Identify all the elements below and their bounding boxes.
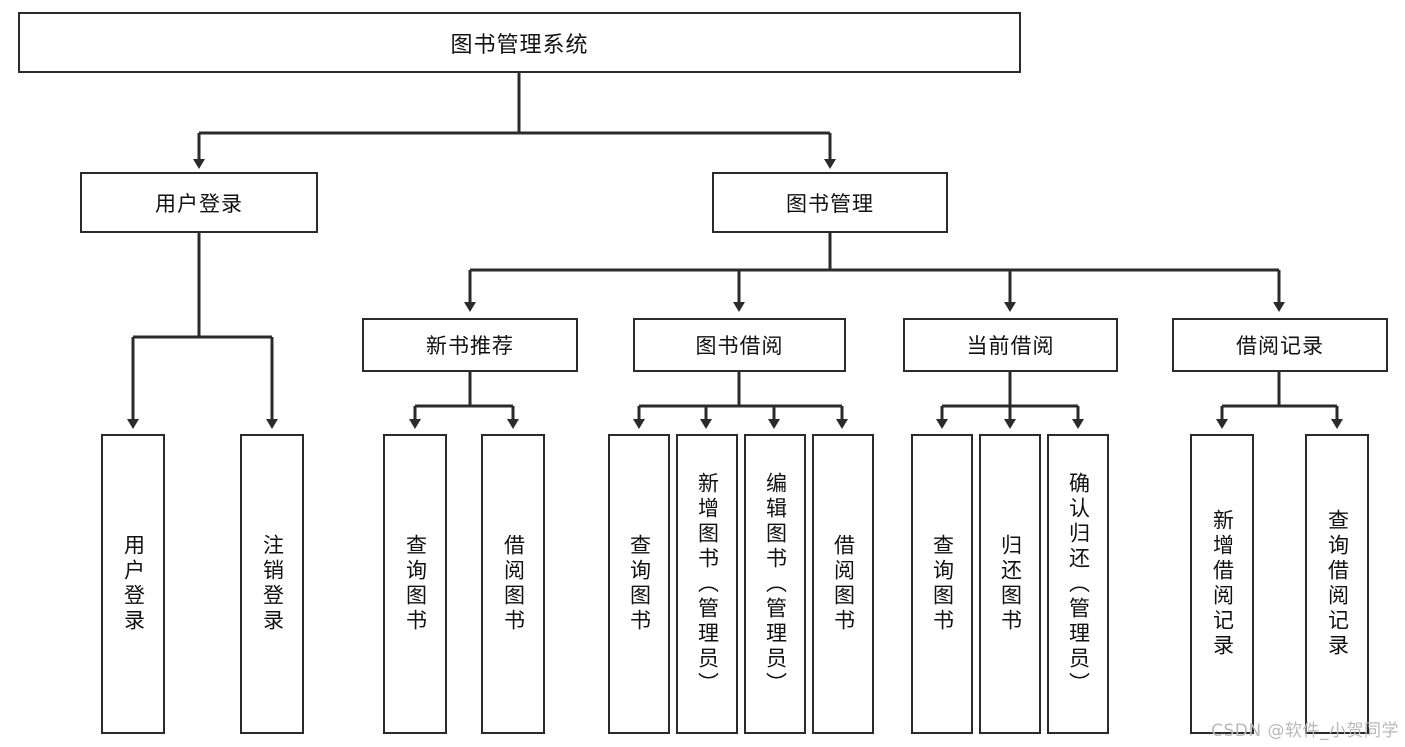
leaf-query-book-borrow[interactable]: 查询图书 (608, 434, 670, 734)
leaf-borrow-book-newbook[interactable]: 借阅图书 (481, 434, 545, 734)
node-label: 查询图书 (930, 534, 955, 634)
node-book-management[interactable]: 图书管理 (712, 172, 948, 233)
leaf-return-book[interactable]: 归还图书 (979, 434, 1041, 734)
node-label: 新增借阅记录 (1210, 509, 1235, 659)
node-label: 查询借阅记录 (1325, 509, 1350, 659)
node-label: 用户登录 (155, 191, 243, 216)
node-label: 新增图书（管理员） (695, 471, 720, 697)
node-label: 查询图书 (627, 534, 652, 634)
node-label: 图书管理系统 (450, 32, 589, 58)
leaf-query-book-newbook[interactable]: 查询图书 (383, 434, 447, 734)
leaf-query-book-current[interactable]: 查询图书 (911, 434, 973, 734)
node-label: 注销登录 (260, 534, 285, 634)
node-label: 当前借阅 (966, 334, 1055, 358)
node-label: 图书借阅 (695, 334, 784, 358)
leaf-edit-book-admin[interactable]: 编辑图书（管理员） (744, 434, 806, 734)
node-borrow-records[interactable]: 借阅记录 (1172, 318, 1388, 372)
node-label: 新书推荐 (426, 334, 514, 358)
node-label: 借阅图书 (831, 534, 856, 634)
leaf-user-login[interactable]: 用户登录 (101, 434, 165, 734)
leaf-logout[interactable]: 注销登录 (240, 434, 304, 734)
node-root-system[interactable]: 图书管理系统 (18, 12, 1021, 73)
leaf-borrow-book[interactable]: 借阅图书 (812, 434, 874, 734)
node-new-book-recommend[interactable]: 新书推荐 (362, 318, 578, 372)
node-label: 用户登录 (121, 534, 146, 634)
node-label: 借阅图书 (501, 534, 526, 634)
node-label: 归还图书 (998, 534, 1023, 634)
node-label: 确认归还（管理员） (1066, 471, 1091, 697)
leaf-add-borrow-record[interactable]: 新增借阅记录 (1190, 434, 1254, 734)
node-label: 编辑图书（管理员） (763, 471, 788, 697)
leaf-query-borrow-record[interactable]: 查询借阅记录 (1305, 434, 1369, 734)
node-book-borrow[interactable]: 图书借阅 (633, 318, 846, 372)
leaf-add-book-admin[interactable]: 新增图书（管理员） (676, 434, 738, 734)
node-user-login[interactable]: 用户登录 (80, 172, 318, 233)
watermark-text: CSDN @软件_小贺同学 (1211, 721, 1399, 741)
node-current-borrow[interactable]: 当前借阅 (903, 318, 1118, 372)
node-label: 查询图书 (403, 534, 428, 634)
node-label: 借阅记录 (1236, 334, 1324, 358)
leaf-confirm-return-admin[interactable]: 确认归还（管理员） (1047, 434, 1109, 734)
node-label: 图书管理 (786, 191, 874, 216)
